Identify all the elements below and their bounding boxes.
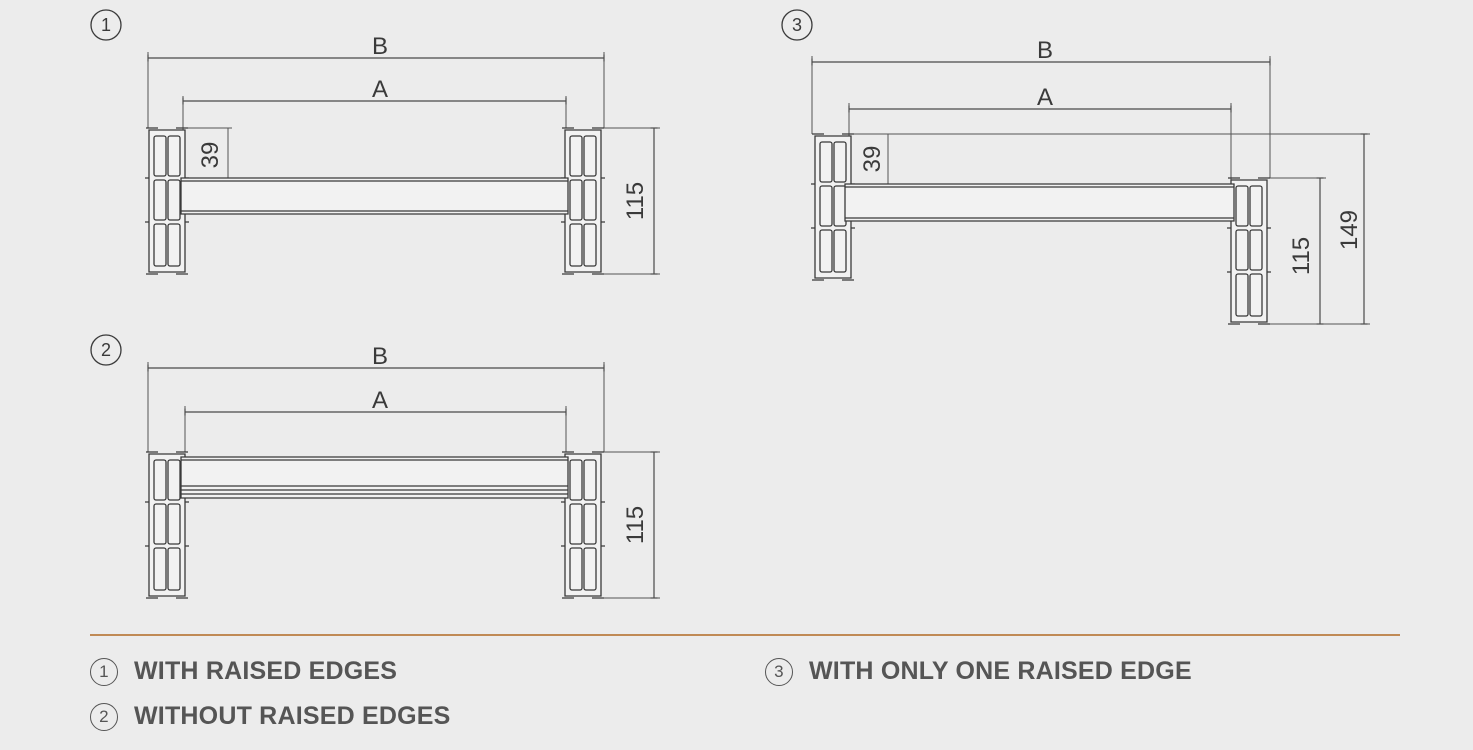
figure-3-dim-b: B	[1037, 37, 1053, 64]
legend-number-2: 2	[90, 702, 118, 731]
legend-number-3: 3	[765, 657, 793, 686]
figure-3-number: 3	[792, 15, 802, 35]
figure-2-number: 2	[101, 340, 111, 360]
figure-2-dim-height: 115	[622, 506, 649, 544]
figure-3-dim-height: 115	[1288, 237, 1315, 275]
figure-3: 3 B A 39 115 149	[781, 9, 1370, 325]
legend-text-2: WITHOUT RAISED EDGES	[134, 702, 451, 730]
figure-1-number: 1	[101, 15, 111, 35]
figure-3-dim-edge: 39	[859, 146, 886, 173]
figure-1-dim-height: 115	[622, 182, 649, 220]
legend-text-1: WITH RAISED EDGES	[134, 657, 398, 685]
figure-3-number-circle	[781, 9, 813, 41]
technical-drawing: 1 B A 39 115 2 B	[90, 9, 1370, 599]
figure-1-dim-b: B	[372, 33, 388, 60]
legend-number-1: 1	[90, 657, 118, 686]
figure-1: 1 B A 39 115	[90, 9, 660, 275]
figure-2-number-circle	[90, 334, 122, 366]
divider	[90, 634, 1400, 636]
legend-item-3: 3 WITH ONLY ONE RAISED EDGE	[765, 657, 1192, 686]
figure-1-dim-edge: 39	[197, 142, 224, 169]
legend-text-3: WITH ONLY ONE RAISED EDGE	[809, 657, 1192, 685]
figure-2-dim-a: A	[372, 387, 388, 414]
figure-2: 2 B A 115	[90, 334, 660, 599]
figure-2-dim-b: B	[372, 343, 388, 370]
figure-1-number-circle	[90, 9, 122, 41]
legend-item-1: 1 WITH RAISED EDGES	[90, 657, 397, 686]
figure-3-dim-total: 149	[1336, 210, 1363, 250]
figure-1-dim-a: A	[372, 76, 388, 103]
figure-3-dim-a: A	[1037, 84, 1053, 111]
legend-item-2: 2 WITHOUT RAISED EDGES	[90, 702, 451, 731]
